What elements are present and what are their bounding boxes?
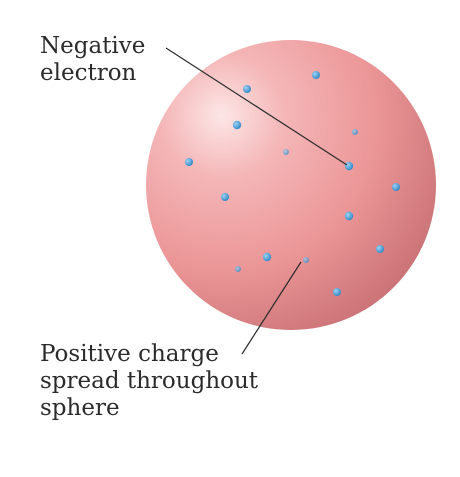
electron: [235, 266, 241, 272]
electron: [312, 71, 320, 79]
positive-charge-sphere: [146, 40, 436, 330]
electron-group: [185, 71, 400, 296]
electron: [392, 183, 400, 191]
charge-leader-line: [241, 261, 302, 355]
electron: [344, 211, 354, 221]
electron: [185, 158, 193, 166]
electron: [243, 85, 251, 93]
electron: [221, 193, 229, 201]
label-line: sphere: [40, 395, 120, 421]
electron: [283, 149, 289, 155]
electron: [232, 120, 242, 130]
label-line: spread throughout: [40, 368, 259, 394]
electron: [303, 257, 309, 263]
positive-charge-label: Positive charge spread throughout sphere: [40, 341, 258, 422]
electron-leader-line: [165, 47, 348, 166]
label-line: Negative: [40, 33, 146, 59]
label-line: Positive charge: [40, 341, 219, 367]
electron: [352, 129, 358, 135]
negative-electron-label: Negative electron: [40, 33, 145, 87]
electron: [376, 245, 384, 253]
electron: [262, 252, 272, 262]
electron: [333, 288, 341, 296]
label-line: electron: [40, 60, 137, 86]
electron: [344, 161, 354, 171]
